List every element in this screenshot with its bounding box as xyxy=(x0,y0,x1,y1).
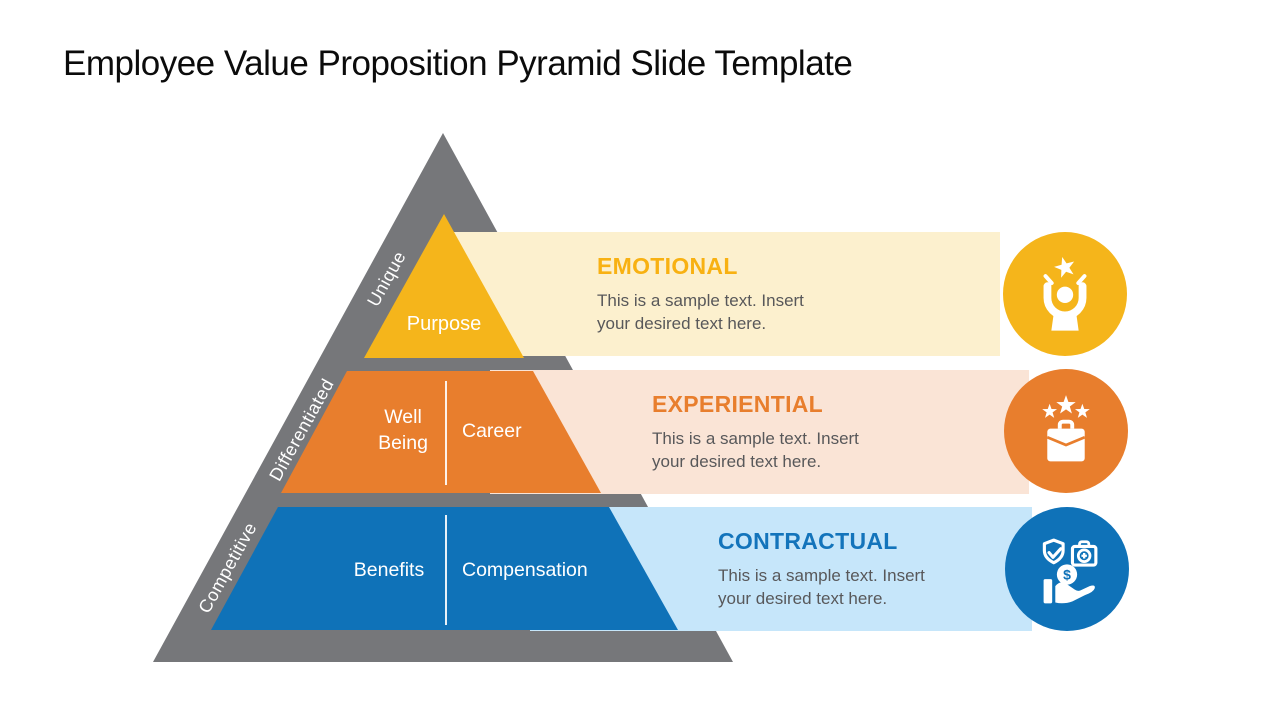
segment-label-career: Career xyxy=(462,420,522,442)
segment-label-benefits: Benefits xyxy=(353,559,425,581)
hand-benefits-icon: $ xyxy=(1042,538,1098,604)
svg-text:$: $ xyxy=(1063,567,1071,583)
segment-label-compensation: Compensation xyxy=(462,559,588,581)
row-body-line1: This is a sample text. Insert xyxy=(597,291,804,310)
contractual-icon-badge: $ xyxy=(1005,507,1129,631)
emotional-icon-badge xyxy=(1003,232,1127,356)
segment-label-well-being: Well Being xyxy=(378,406,428,454)
row-body-line2: your desired text here. xyxy=(597,314,767,333)
row-title-experiential: EXPERIENTIAL xyxy=(652,391,824,417)
segment-label-purpose: Purpose xyxy=(406,313,482,335)
row-body-line2: your desired text here. xyxy=(718,589,888,608)
divider-bottom-level xyxy=(445,515,447,625)
slide-title: Employee Value Proposition Pyramid Slide… xyxy=(63,44,853,83)
row-body-contractual: This is a sample text. Insert your desire… xyxy=(718,564,925,610)
row-body-emotional: This is a sample text. Insert your desire… xyxy=(597,289,804,335)
achievement-star-icon xyxy=(1043,256,1087,331)
row-body-experiential: This is a sample text. Insert your desire… xyxy=(652,427,859,473)
row-text-block: CONTRACTUAL This is a sample text. Inser… xyxy=(718,528,925,610)
row-title-contractual: CONTRACTUAL xyxy=(718,528,898,554)
experiential-icon-badge xyxy=(1004,369,1128,493)
row-title-emotional: EMOTIONAL xyxy=(597,253,738,279)
row-text-block: EXPERIENTIAL This is a sample text. Inse… xyxy=(652,391,859,473)
divider-middle-level xyxy=(445,381,447,485)
row-text-block: EMOTIONAL This is a sample text. Insert y… xyxy=(597,253,804,335)
row-body-line1: This is a sample text. Insert xyxy=(652,429,859,448)
row-band-emotional: EMOTIONAL This is a sample text. Insert y… xyxy=(446,232,1000,356)
briefcase-stars-icon xyxy=(1042,395,1090,462)
row-body-line1: This is a sample text. Insert xyxy=(718,566,925,585)
row-body-line2: your desired text here. xyxy=(652,452,822,471)
